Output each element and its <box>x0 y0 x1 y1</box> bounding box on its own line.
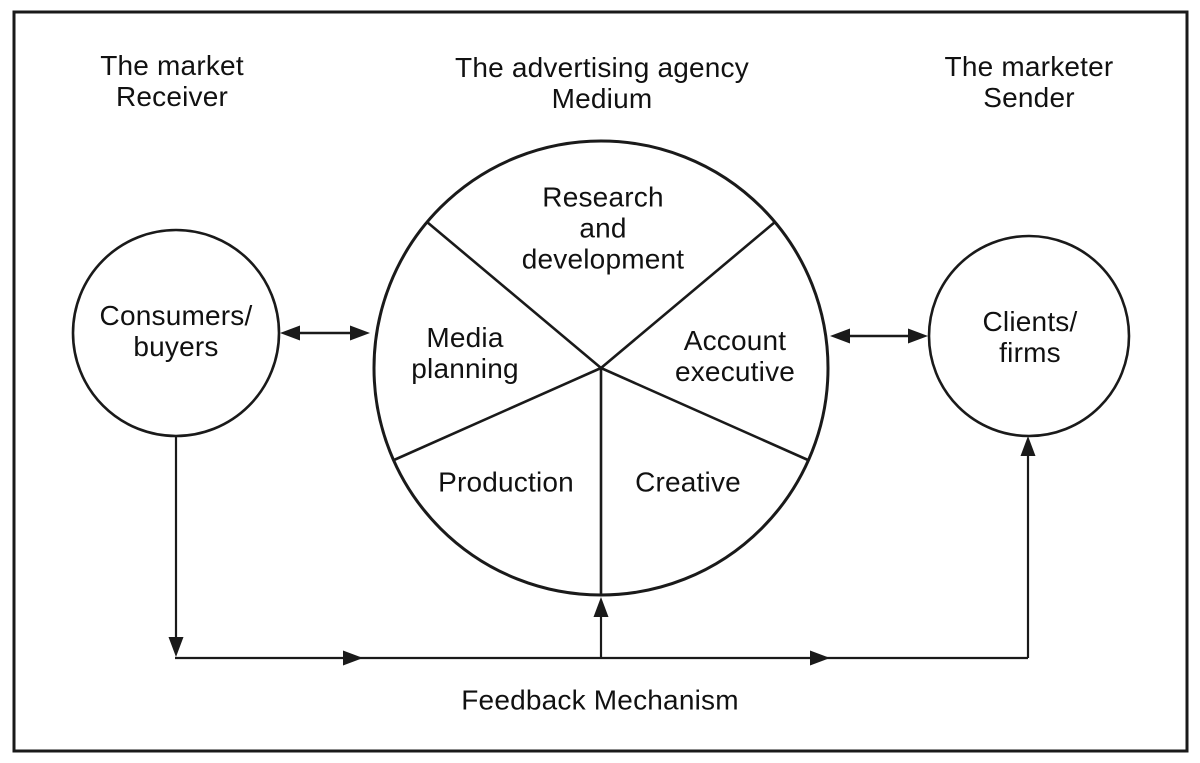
node-label-line: firms <box>999 337 1061 368</box>
divider-upper-right <box>600 221 776 369</box>
node-label-line: Clients/ <box>982 306 1078 337</box>
sector-label-line: Media <box>426 322 504 353</box>
divider-upper-left <box>426 221 602 369</box>
heading-line: Sender <box>983 82 1075 113</box>
divider-lower-right <box>600 366 809 462</box>
market-receiver-heading: The market Receiver <box>100 50 244 112</box>
heading-line: Receiver <box>115 81 229 112</box>
sector-label-line: and <box>579 212 627 244</box>
consumers-buyers-label: Consumers/ buyers <box>100 300 253 362</box>
arrowhead-left-icon <box>830 328 850 344</box>
arrowhead-right-icon <box>350 325 370 341</box>
sector-label-line: Research <box>542 181 664 213</box>
node-label-line: Consumers/ <box>99 300 253 331</box>
arrowhead-right-icon <box>908 328 928 344</box>
arrowhead-left-icon <box>280 325 300 341</box>
sector-account-executive-label: Account executive <box>675 325 795 387</box>
caption-line: Feedback Mechanism <box>461 684 739 716</box>
heading-line: The market <box>100 50 244 81</box>
sector-label-line: Creative <box>635 466 741 498</box>
divider-lower-left <box>393 366 602 462</box>
sector-label-line: Account <box>683 325 787 356</box>
node-label-line: buyers <box>133 331 219 362</box>
marketer-sender-heading: The marketer Sender <box>945 51 1114 113</box>
sector-media-planning-label: Media planning <box>411 322 518 384</box>
arrowhead-right-icon <box>810 650 830 666</box>
right-double-arrow <box>830 328 928 344</box>
arrowhead-up-icon <box>593 597 609 617</box>
outer-border <box>12 10 1189 753</box>
left-double-arrow <box>280 325 370 341</box>
sector-creative-label: Creative <box>635 467 741 498</box>
clients-circle <box>927 234 1131 438</box>
heading-line: The advertising agency <box>455 52 749 83</box>
sector-production-label: Production <box>438 467 574 498</box>
heading-line: Medium <box>551 83 653 114</box>
feedback-path <box>168 436 1036 666</box>
sector-label-line: development <box>521 243 685 275</box>
feedback-mechanism-caption: Feedback Mechanism <box>461 685 739 716</box>
heading-line: The marketer <box>944 51 1114 82</box>
sector-research-development-label: Research and development <box>522 182 685 275</box>
arrowhead-down-icon <box>168 637 184 657</box>
agency-medium-heading: The advertising agency Medium <box>455 52 749 114</box>
sector-label-line: Production <box>438 466 574 498</box>
sector-label-line: executive <box>674 356 796 387</box>
sector-label-line: planning <box>411 353 519 384</box>
clients-firms-label: Clients/ firms <box>983 306 1078 368</box>
pie-sector-dividers <box>393 221 809 595</box>
arrowhead-up-icon <box>1020 436 1036 456</box>
arrowhead-right-icon <box>343 650 363 666</box>
